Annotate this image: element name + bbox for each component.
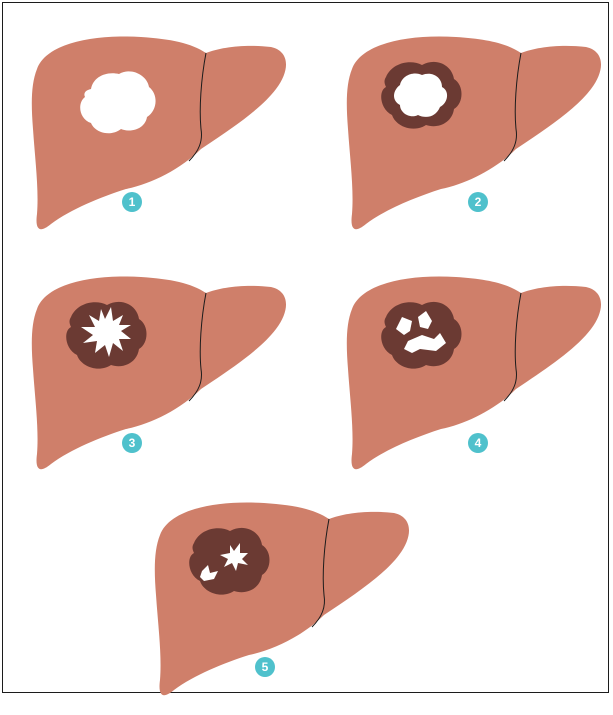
- stage-number-badge: 3: [122, 433, 142, 453]
- liver-shape: [32, 276, 286, 469]
- stage-number-badge: 4: [468, 433, 488, 453]
- liver-illustration: [31, 269, 291, 489]
- stage-number-badge: 5: [255, 657, 275, 677]
- liver-shape: [32, 36, 286, 229]
- liver-illustration: [154, 495, 414, 715]
- liver-panel-4: 4: [346, 269, 606, 489]
- liver-panel-3: 3: [31, 269, 291, 489]
- liver-panel-2: 2: [346, 29, 606, 249]
- liver-shape: [155, 502, 409, 695]
- figure-frame: 1 2 3 4: [2, 2, 609, 693]
- liver-illustration: [31, 29, 291, 249]
- liver-panel-1: 1: [31, 29, 291, 249]
- liver-illustration: [346, 269, 606, 489]
- stage-number-badge: 2: [468, 192, 488, 212]
- liver-illustration: [346, 29, 606, 249]
- stage-number-badge: 1: [122, 192, 142, 212]
- liver-panel-5: 5: [154, 495, 414, 715]
